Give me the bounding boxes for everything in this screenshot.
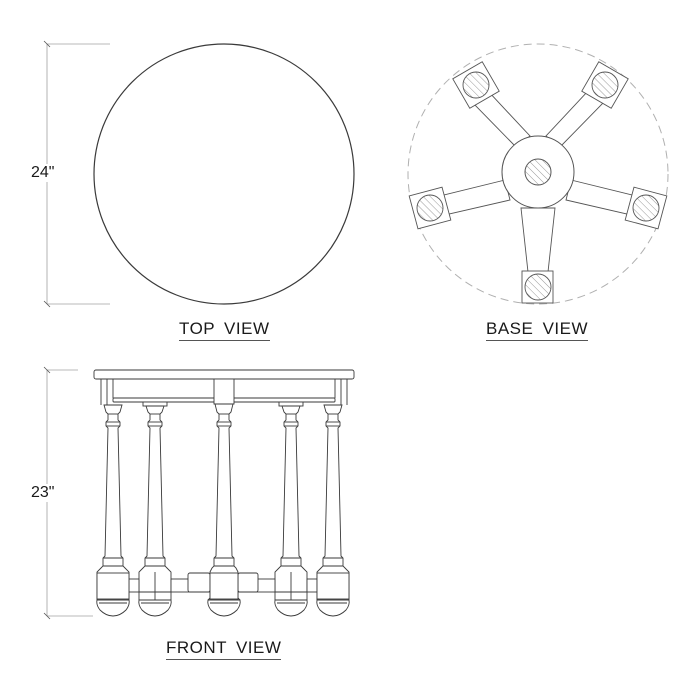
base-view <box>407 43 669 305</box>
stretcher-bars <box>96 572 350 600</box>
apron <box>100 378 348 405</box>
top-view-title-text: TOP VIEW <box>179 319 270 338</box>
top-view-title: TOP VIEW <box>179 319 270 341</box>
diameter-dimension-label: 24" <box>31 164 55 182</box>
front-view-title: FRONT VIEW <box>166 638 282 660</box>
leg-column-4 <box>274 401 308 617</box>
leg-foot-top-right <box>581 61 629 109</box>
tabletop-edge <box>93 369 355 380</box>
top-view <box>43 40 355 308</box>
leg-foot-right <box>624 186 668 230</box>
leg-column-5 <box>316 404 350 617</box>
center-post-section <box>524 158 552 186</box>
leg-foot-bottom <box>521 270 554 304</box>
base-view-title-text: BASE VIEW <box>486 319 589 338</box>
tabletop-outline-dashed <box>407 43 669 305</box>
front-view <box>43 366 355 620</box>
leg-foot-left <box>408 186 452 230</box>
table-top-circle <box>93 43 355 305</box>
front-view-title-text: FRONT VIEW <box>166 638 282 657</box>
height-dimension-label: 23" <box>31 484 55 502</box>
leg-foot-top-left <box>452 61 500 109</box>
base-view-title: BASE VIEW <box>486 319 589 341</box>
leg-column-2 <box>138 401 172 617</box>
